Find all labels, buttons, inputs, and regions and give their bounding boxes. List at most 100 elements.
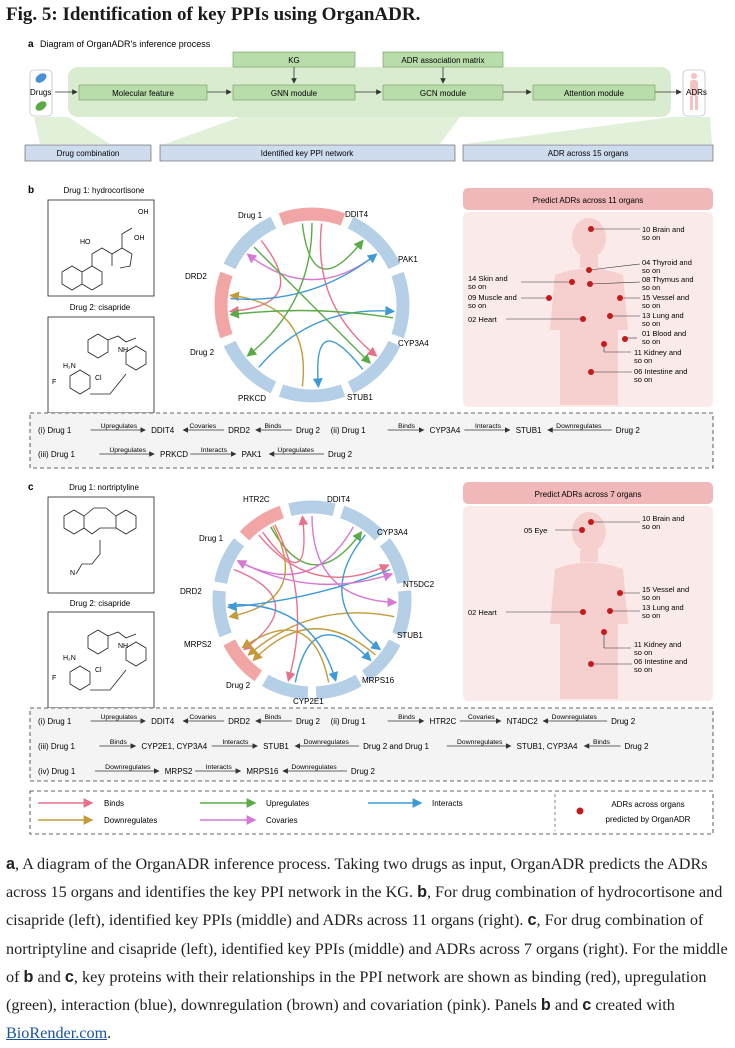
- output-key-ppi-network: [159, 144, 456, 162]
- caption-letter: b: [417, 883, 427, 902]
- path-node-label: (ii) Drug 1: [331, 426, 367, 435]
- path-node-label: Drug 2: [328, 450, 353, 459]
- caption-letter: c: [64, 967, 74, 986]
- adr-dot-heart: [580, 609, 586, 615]
- circle-node-arc: [392, 590, 412, 638]
- circle-node-label: Drug 1: [238, 211, 263, 220]
- path-node-label: Drug 2: [611, 717, 636, 726]
- adr-dot-blood: [622, 336, 628, 342]
- circle-node-arc: [223, 639, 263, 682]
- path-node-label: Drug 2: [296, 426, 321, 435]
- adr-matrix-label: ADR association matrix: [401, 56, 484, 65]
- adr-dot-muscle: [546, 295, 552, 301]
- path-node-label: Drug 2 and Drug 1: [363, 742, 429, 751]
- path-relation-label: Binds: [398, 423, 416, 430]
- adr-dot-lung: [607, 608, 613, 614]
- adr-dots-c: [579, 519, 623, 667]
- biorender-link[interactable]: BioRender.com: [6, 1024, 108, 1043]
- ppi-relation-arrow: [258, 305, 396, 368]
- circle-node-label: Drug 2: [226, 681, 251, 690]
- circle-node-label: Drug 1: [199, 534, 224, 543]
- caption-letter: a: [6, 855, 16, 873]
- circle-node-arc: [379, 538, 410, 585]
- adr-dot-thymus: [587, 281, 593, 287]
- caption-letter: c: [527, 911, 537, 930]
- ppi-relation-arrow: [247, 612, 395, 656]
- circle-node-arc: [214, 271, 233, 339]
- circle-node-label: PAK1: [398, 255, 418, 264]
- ppi-relation-arrow: [229, 291, 305, 387]
- paths-box-b: [29, 412, 714, 469]
- ppi-relation-arrow: [312, 340, 364, 389]
- path-node-label: (i) Drug 1: [38, 426, 72, 435]
- ppi-relation-arrow: [230, 253, 378, 300]
- path-node-label: DDIT4: [151, 717, 175, 726]
- drug1-label: Drug 1: hydrocortisone: [64, 186, 145, 195]
- circle-node-arc: [347, 216, 401, 270]
- circle-node-label: DRD2: [180, 587, 202, 596]
- path-node-label: STUB1: [516, 426, 542, 435]
- ppi-relation-arrow: [228, 525, 287, 620]
- legend-adr-note-1: ADRs across organs: [611, 800, 684, 809]
- path-relation-label: Binds: [110, 739, 128, 746]
- circle-node-label: DDIT4: [327, 495, 351, 504]
- path-node-label: Drug 2: [296, 717, 321, 726]
- pipeline-label: GCN module: [420, 89, 467, 98]
- path-node-label: NT4DC2: [507, 717, 539, 726]
- caption-text: .: [107, 1024, 112, 1043]
- caption-text: , key proteins with their relationships …: [6, 967, 707, 1015]
- drug1-label: Drug 1: nortriptyline: [69, 483, 139, 492]
- adr-dot-brain: [588, 519, 594, 525]
- body-figure-b: [550, 218, 628, 405]
- green-fan-drugs: [34, 117, 110, 144]
- atom-nh: NH: [118, 643, 128, 650]
- circle-node-arc: [339, 505, 385, 541]
- circle-node-arc: [347, 340, 401, 394]
- circle-node-label: NT5DC2: [403, 580, 435, 589]
- legend-adr-dot: [576, 807, 584, 815]
- caption-text: , For drug combination of hydrocortisone…: [6, 883, 723, 930]
- adr-dot-heart: [580, 316, 586, 322]
- organs-header-b: [463, 188, 713, 210]
- path-relation-label: Downregulates: [552, 714, 598, 721]
- circle-node-arc: [288, 500, 336, 517]
- output-label: Drug combination: [57, 149, 120, 158]
- path-node-label: CYP3A4: [430, 426, 461, 435]
- panel-b-letter: b: [28, 185, 34, 196]
- pipeline-label: GNN module: [271, 89, 318, 98]
- circle-node-arc: [212, 590, 232, 638]
- atom-cl: Cl: [95, 667, 102, 674]
- ppi-relation-arrow: [237, 560, 394, 586]
- ppi-relation-arrow: [228, 240, 282, 316]
- circle-node-arc: [214, 538, 245, 585]
- path-node-label: (iv) Drug 1: [38, 767, 76, 776]
- circle-node-arc: [391, 271, 410, 339]
- ppi-relation-arrow: [229, 308, 394, 319]
- circle-node-arc: [361, 639, 401, 682]
- adr-dots-b: [546, 226, 628, 375]
- path-relation-label: Binds: [593, 739, 611, 746]
- nortriptyline-molecule: [63, 507, 137, 575]
- hydroxyl-oh2: OH: [134, 235, 145, 242]
- atom-h2n: H₂N: [63, 655, 76, 662]
- organ-label: 05 Eye: [524, 526, 547, 535]
- pipeline-arrows: [55, 67, 682, 95]
- adr-dot-skin: [569, 279, 575, 285]
- ppi-relation-arrow: [294, 634, 372, 683]
- path-relation-label: Interacts: [475, 423, 502, 430]
- caption-letter: b: [540, 996, 551, 1015]
- caption-text: and: [550, 996, 583, 1015]
- output-drug-combination: [24, 144, 152, 162]
- adr-dot-thyroid: [586, 267, 592, 273]
